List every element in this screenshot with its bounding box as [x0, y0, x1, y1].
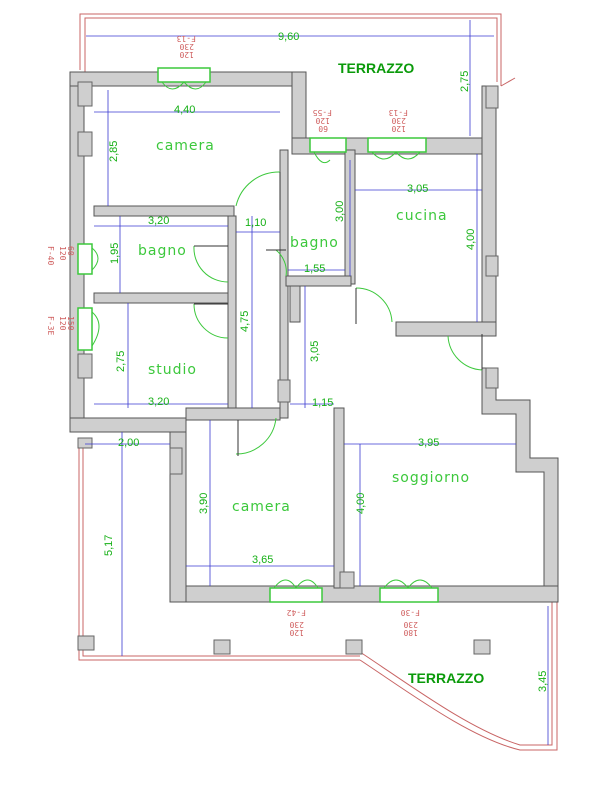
w4-height: 120	[58, 246, 67, 261]
window-labels: 120 230 F-13 60 120 F-55 120 230 F-13 60…	[46, 34, 420, 637]
dim-terrace-width: 9,60	[278, 31, 299, 43]
room-label-bagno-center: bagno	[290, 235, 339, 251]
w4-size: 60	[66, 246, 75, 256]
dim-studio-depth: 2,75	[115, 351, 127, 372]
terrace-label-top: TERRAZZO	[338, 60, 414, 76]
dim-terrace-bottom-depth: 3,45	[537, 671, 549, 692]
w5-height: 120	[58, 316, 67, 331]
doors	[193, 171, 483, 456]
w6-size: 120	[289, 628, 304, 637]
dim-terrace-depth: 2,75	[459, 71, 471, 92]
room-label-bagno-left: bagno	[138, 243, 187, 259]
w2-size: 60	[318, 124, 328, 133]
w1-code: F-13	[177, 34, 196, 43]
w6-height: 230	[289, 620, 304, 629]
dim-hall-depth: 3,05	[309, 341, 321, 362]
room-label-soggiorno: soggiorno	[392, 470, 470, 486]
pillars	[77, 81, 499, 655]
dim-bagno-center-width: 1,55	[304, 263, 325, 275]
dimension-labels: 9,60 2,75 4,40 2,85 3,20 1,95 1,10 4,75 …	[103, 31, 549, 692]
w3-code: F-13	[389, 108, 408, 117]
dim-camera-bottom-depth: 3,90	[198, 493, 210, 514]
room-label-studio: studio	[148, 362, 197, 378]
dim-bagno-left-width: 3,20	[148, 215, 169, 227]
dim-soggiorno-width: 3,95	[418, 437, 439, 449]
windows	[77, 67, 439, 603]
dim-hall-width: 1,15	[312, 397, 333, 409]
dim-cucina-width: 3,05	[407, 183, 428, 195]
dim-camera-top-depth: 2,85	[108, 141, 120, 162]
room-label-camera-bottom: camera	[232, 499, 291, 515]
dim-camera-top-width: 4,40	[174, 104, 195, 116]
w2-height: 120	[315, 116, 330, 125]
room-label-cucina: cucina	[396, 208, 448, 224]
w1-size: 120	[179, 50, 194, 59]
terrace-label-bottom: TERRAZZO	[408, 670, 484, 686]
dim-side-strip-width: 2,00	[118, 437, 139, 449]
w3-size: 120	[391, 124, 406, 133]
w5-code: F-3E	[46, 316, 55, 335]
w7-code: F-30	[401, 608, 420, 617]
bottom-terrace-outline	[78, 438, 558, 751]
dim-studio-width: 3,20	[148, 396, 169, 408]
w5-size: 150	[66, 316, 75, 331]
w6-code: F-42	[287, 608, 306, 617]
dim-corridor-width: 1,10	[245, 217, 266, 229]
w4-code: F-40	[46, 246, 55, 265]
dim-side-strip-length: 5,17	[103, 535, 115, 556]
dim-camera-bottom-width: 3,65	[252, 554, 273, 566]
w1-height: 230	[179, 42, 194, 51]
w3-height: 230	[391, 116, 406, 125]
dim-cucina-depth: 4,00	[465, 229, 477, 250]
top-terrace-outline	[79, 13, 516, 87]
w7-size: 180	[403, 628, 418, 637]
w7-height: 230	[403, 620, 418, 629]
dim-soggiorno-depth: 4,00	[355, 493, 367, 514]
dim-bagno-left-depth: 1,95	[109, 243, 121, 264]
dim-bagno-center-depth: 3,00	[334, 201, 346, 222]
room-label-camera-top: camera	[156, 138, 215, 154]
w2-code: F-55	[313, 108, 332, 117]
room-labels: camera bagno studio bagno cucina camera …	[138, 60, 484, 686]
dim-corridor-length: 4,75	[239, 311, 251, 332]
dimension-lines	[85, 20, 549, 745]
